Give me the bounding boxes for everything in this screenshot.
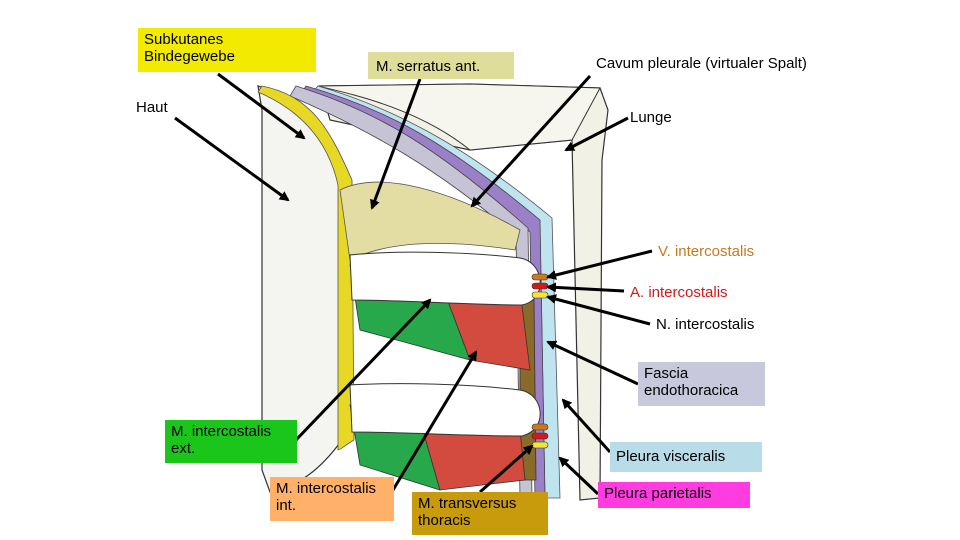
arrow-lunge bbox=[564, 116, 629, 152]
artery-upper bbox=[531, 282, 549, 290]
label-v-intercostalis: V. intercostalis bbox=[658, 243, 755, 260]
artery-lower bbox=[531, 432, 549, 440]
rib-lower bbox=[349, 383, 541, 437]
arrow-haut bbox=[174, 116, 290, 202]
vein-upper bbox=[531, 273, 549, 281]
label-subkutanes-bindegewebe: Subkutanes Bindegewebe bbox=[138, 28, 316, 72]
arrow-ppar bbox=[558, 456, 600, 496]
label-m-intercostalis-int: M. intercostalis int. bbox=[270, 477, 394, 521]
arrow-aint bbox=[546, 282, 625, 293]
arrow-mtt bbox=[479, 444, 534, 494]
label-m-serratus-ant: M. serratus ant. bbox=[368, 52, 514, 79]
label-m-transversus-thoracis: M. transversus thoracis bbox=[412, 492, 548, 535]
arrow-vint bbox=[546, 249, 653, 280]
subcutaneous-layer bbox=[257, 85, 355, 451]
label-pleura-parietalis: Pleura parietalis bbox=[598, 482, 750, 508]
label-pleura-visceralis: Pleura visceralis bbox=[610, 442, 762, 472]
nerve-upper bbox=[531, 291, 549, 299]
neurovascular-bundle-lower bbox=[531, 423, 549, 449]
arrow-subkutan bbox=[217, 72, 306, 140]
vein-lower bbox=[531, 423, 549, 431]
arrow-fascia bbox=[546, 340, 639, 386]
arrow-mii bbox=[391, 350, 478, 491]
lung-top-face bbox=[317, 83, 601, 151]
label-lunge: Lunge bbox=[630, 109, 672, 126]
label-fascia-endothoracica: Fascia endothoracica bbox=[638, 362, 765, 406]
arrow-cavum bbox=[470, 74, 592, 208]
neurovascular-bundle-upper bbox=[531, 273, 549, 299]
label-m-intercostalis-ext: M. intercostalis ext. bbox=[165, 420, 297, 463]
arrow-serratus bbox=[370, 78, 422, 210]
arrow-pvisc bbox=[561, 398, 612, 454]
label-haut: Haut bbox=[136, 99, 168, 116]
rib-upper bbox=[349, 251, 541, 306]
arrow-nint bbox=[546, 294, 651, 326]
label-cavum-pleurale: Cavum pleurale (virtualer Spalt) bbox=[596, 55, 807, 72]
nerve-lower bbox=[531, 441, 549, 449]
serratus-muscle bbox=[339, 181, 521, 261]
label-a-intercostalis: A. intercostalis bbox=[630, 284, 728, 301]
label-n-intercostalis: N. intercostalis bbox=[656, 316, 755, 333]
arrow-mie bbox=[294, 298, 432, 442]
arrows bbox=[174, 72, 653, 496]
